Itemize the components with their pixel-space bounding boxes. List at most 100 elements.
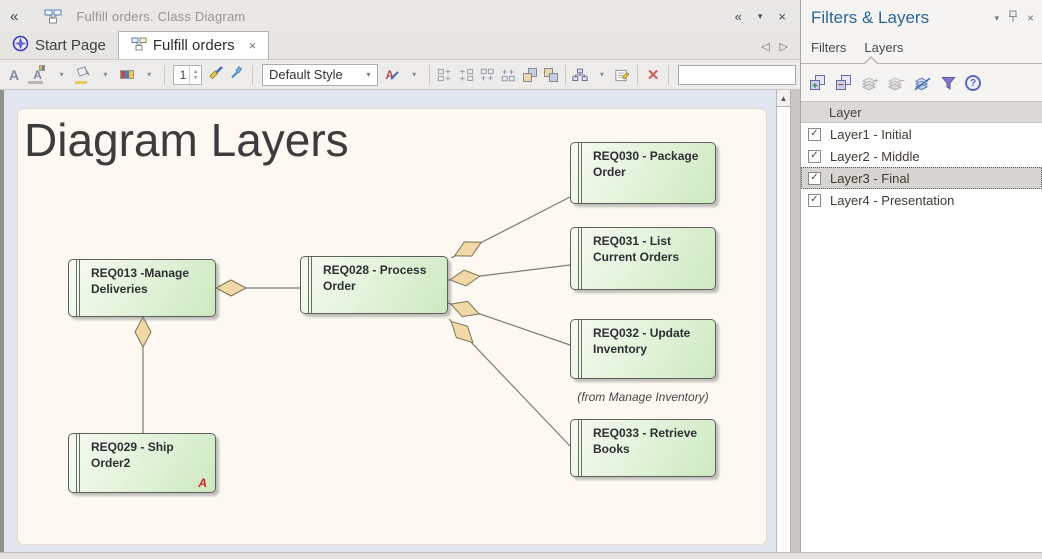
aggregation-diamond-icon[interactable] <box>448 297 482 322</box>
req-node-REQ030[interactable]: REQ030 - Package Order <box>570 142 716 204</box>
requirement-stripe <box>76 260 80 316</box>
layer-checkbox[interactable]: ✓ <box>808 128 821 141</box>
font-button[interactable]: A <box>4 63 24 87</box>
line-color-button[interactable] <box>116 63 138 87</box>
document-tabbar: Start Page Fulfill orders × ◁ ▷ <box>0 32 800 60</box>
node-label: REQ028 - Process Order <box>323 263 443 294</box>
apply-style-dropdown[interactable]: ▾ <box>404 63 424 87</box>
style-select[interactable]: Default Style ▾ <box>262 64 378 86</box>
panel-title: Filters & Layers <box>811 8 929 28</box>
help-icon[interactable]: ? <box>965 75 981 91</box>
panel-close-icon[interactable]: × <box>1027 11 1034 25</box>
tab-start-page[interactable]: Start Page <box>0 31 118 59</box>
canvas-vertical-scrollbar[interactable]: ▲ <box>776 90 790 552</box>
apply-style-button[interactable]: A <box>383 63 403 87</box>
collapse-left-icon[interactable]: « <box>10 8 18 25</box>
stepper-down-icon[interactable]: ▾ <box>194 75 197 81</box>
tab-label: Start Page <box>35 37 106 54</box>
layer-checkbox[interactable]: ✓ <box>808 150 821 163</box>
new-layer-button[interactable]: + <box>809 74 828 92</box>
collapse-pane-icon[interactable]: « <box>735 9 742 24</box>
line-color-dropdown[interactable]: ▾ <box>139 63 159 87</box>
pane-menu-icon[interactable]: ▾ <box>758 11 763 22</box>
style-select-value: Default Style <box>263 67 361 82</box>
diagram-canvas[interactable]: Diagram Layers (from Manage Inventory) R… <box>0 90 776 552</box>
pin-icon[interactable] <box>1008 10 1018 26</box>
layer-row[interactable]: ✓Layer2 - Middle <box>801 145 1042 167</box>
toolbar-search-input[interactable] <box>678 65 796 85</box>
remove-from-layer-button[interactable]: − <box>887 74 906 92</box>
line-color-icon <box>120 70 134 79</box>
req-node-REQ029[interactable]: REQ029 - Ship Order2A <box>68 433 216 493</box>
panel-menu-icon[interactable]: ▾ <box>994 13 999 24</box>
delete-button[interactable]: ✕ <box>643 63 663 87</box>
layer-visibility-button[interactable] <box>913 74 932 92</box>
align-bottom-button[interactable] <box>498 63 518 87</box>
auto-layout-dropdown[interactable]: ▾ <box>591 63 611 87</box>
tab-scroll-right-icon[interactable]: ▷ <box>780 40 788 53</box>
auto-layout-button[interactable] <box>570 63 590 87</box>
pane-close-icon[interactable]: × <box>778 9 786 24</box>
node-label: REQ013 -Manage Deliveries <box>91 266 211 297</box>
node-label: REQ031 - List Current Orders <box>593 234 711 265</box>
toolbar-separator <box>637 65 638 85</box>
start-page-icon <box>12 35 29 56</box>
align-right-icon <box>458 67 474 83</box>
svg-text:−: − <box>900 76 905 85</box>
requirement-stripe <box>578 228 582 289</box>
diagram-pane: « Fulfill orders. Class Diagram « ▾ × <box>0 0 800 552</box>
window-title: Fulfill orders. Class Diagram <box>76 9 245 24</box>
req-node-REQ033[interactable]: REQ033 - Retrieve Books <box>570 419 716 477</box>
class-diagram-icon <box>131 37 147 55</box>
fill-color-button[interactable] <box>72 63 94 87</box>
layer-label: Layer4 - Presentation <box>830 193 954 208</box>
fill-underbar <box>75 81 87 84</box>
diagram-properties-button[interactable] <box>612 63 632 87</box>
scroll-up-icon[interactable]: ▲ <box>777 90 790 107</box>
requirement-stripe <box>578 420 582 476</box>
aggregation-diamond-icon[interactable] <box>216 280 246 296</box>
style-picker-button[interactable] <box>227 63 247 87</box>
aggregation-diamond-icon[interactable] <box>451 235 485 263</box>
color-swatch-icon <box>39 65 45 71</box>
tab-fulfill-orders[interactable]: Fulfill orders × <box>118 31 269 59</box>
align-left-button[interactable] <box>435 63 455 87</box>
layer-row[interactable]: ✓ Layer4 - Presentation <box>801 189 1042 211</box>
req-node-REQ013[interactable]: REQ013 -Manage Deliveries <box>68 259 216 317</box>
tab-scroll-left-icon[interactable]: ◁ <box>761 40 769 53</box>
bring-to-front-button[interactable] <box>519 63 539 87</box>
filter-button[interactable] <box>939 74 958 92</box>
tab-filters[interactable]: Filters <box>811 40 846 63</box>
toolbar-separator <box>668 65 669 85</box>
font-color-dropdown[interactable]: ▾ <box>51 63 71 87</box>
diagram-page[interactable]: Diagram Layers (from Manage Inventory) R… <box>17 108 767 545</box>
align-top-button[interactable] <box>477 63 497 87</box>
req-node-REQ031[interactable]: REQ031 - List Current Orders <box>570 227 716 290</box>
format-painter-button[interactable] <box>206 63 226 87</box>
hierarchy-icon <box>572 67 588 83</box>
req-node-REQ032[interactable]: REQ032 - Update Inventory <box>570 319 716 379</box>
pane-splitter[interactable] <box>790 90 800 552</box>
diagram-canvas-area: Diagram Layers (from Manage Inventory) R… <box>0 90 800 552</box>
toolbar-separator <box>429 65 430 85</box>
aggregation-diamond-icon[interactable] <box>449 268 481 288</box>
layer-row[interactable]: ✓Layer1 - Initial <box>801 123 1042 145</box>
align-right-button[interactable] <box>456 63 476 87</box>
add-to-layer-button[interactable]: + <box>861 74 880 92</box>
add-to-layer-icon: + <box>861 75 880 92</box>
send-to-back-button[interactable] <box>540 63 560 87</box>
layer-checkbox[interactable]: ✓ <box>808 172 821 185</box>
tab-close-icon[interactable]: × <box>249 38 257 53</box>
remove-from-layer-icon: − <box>887 75 906 92</box>
layer-checkbox[interactable]: ✓ <box>808 194 821 207</box>
line-width-stepper[interactable]: 1 ▴ ▾ <box>173 65 203 85</box>
aggregation-diamond-icon[interactable] <box>135 317 151 347</box>
fill-color-dropdown[interactable]: ▾ <box>95 63 115 87</box>
align-bottom-icon <box>500 67 516 83</box>
layer-row[interactable]: ✓Layer3 - Final <box>801 167 1042 189</box>
font-color-button[interactable]: A <box>25 63 50 87</box>
chevron-down-icon[interactable]: ▾ <box>361 65 377 85</box>
delete-layer-button[interactable]: − <box>835 74 854 92</box>
req-node-REQ028[interactable]: REQ028 - Process Order <box>300 256 448 314</box>
